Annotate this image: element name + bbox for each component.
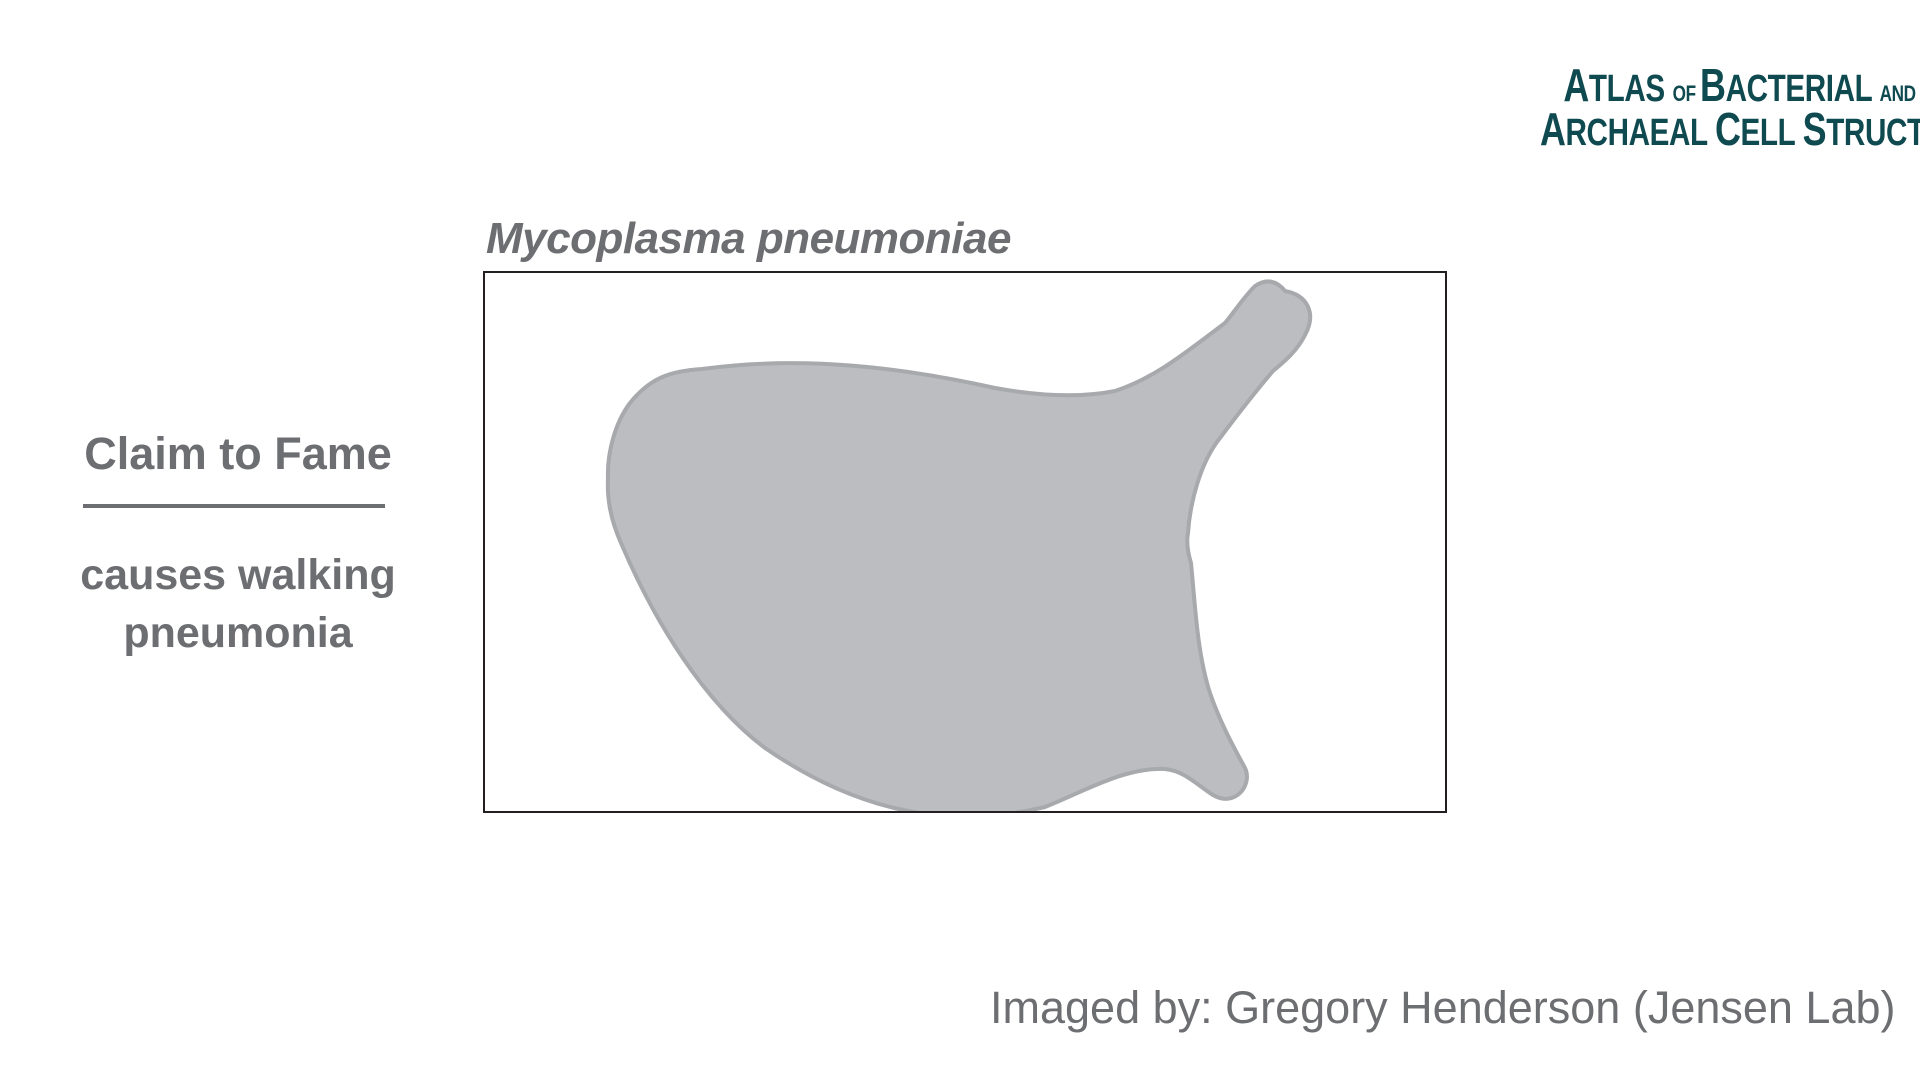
image-credit: Imaged by: Gregory Henderson (Jensen Lab… — [990, 982, 1896, 1033]
logo-line-2: ARCHAEAL CELL STRUCTURE — [1540, 103, 1920, 155]
cell-illustration — [605, 279, 1313, 811]
claim-divider — [83, 504, 385, 508]
claim-text-line-2: pneumonia — [123, 609, 353, 657]
claim-to-fame-text: causes walking pneumonia — [60, 546, 416, 662]
claim-to-fame-heading: Claim to Fame — [84, 428, 392, 479]
mycoplasma-cell-shape — [605, 279, 1313, 811]
cell-image-frame — [483, 271, 1447, 813]
logo-line-1: ATLAS OF BACTERIAL AND — [1563, 59, 1916, 111]
claim-text-line-1: causes walking — [80, 551, 396, 599]
atlas-logo: ATLAS OF BACTERIAL AND ARCHAEAL CELL STR… — [1540, 62, 1920, 158]
species-title: Mycoplasma pneumoniae — [486, 214, 1011, 263]
